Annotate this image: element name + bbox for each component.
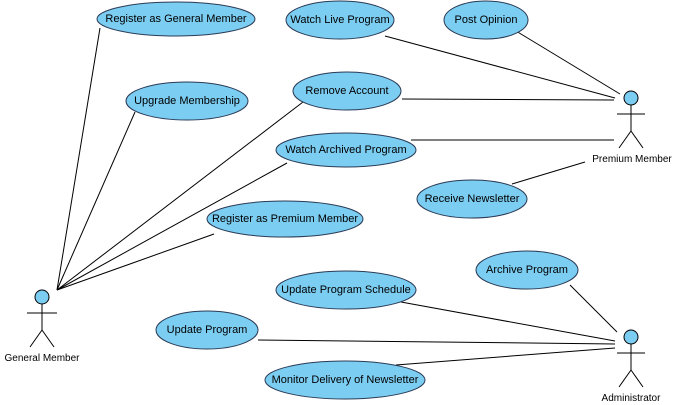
assoc-pm-receive-newsletter [511,161,586,185]
assoc-gm-watch-archived [56,162,288,291]
actor-premium-member[interactable]: Premium Member [592,90,672,165]
assoc-admin-archive [569,284,618,333]
assoc-admin-monitor [395,347,616,366]
use-case-label: Update Program Schedule [281,284,411,296]
use-case-label: Post Opinion [455,14,518,26]
use-case-remove-account[interactable]: Remove Account [292,71,402,111]
actor-label: General Member [4,353,80,364]
assoc-gm-register-general [56,27,101,291]
assoc-gm-remove [56,101,304,291]
use-case-update-program[interactable]: Update Program [155,310,259,350]
use-case-watch-archived[interactable]: Watch Archived Program [275,132,417,168]
assoc-pm-remove [401,98,615,101]
use-case-archive-program[interactable]: Archive Program [475,250,579,290]
assoc-gm-register-premium [56,233,215,291]
use-case-upgrade-membership[interactable]: Upgrade Membership [125,81,249,121]
use-case-register-general[interactable]: Register as General Member [96,1,256,37]
assoc-pm-watch-live [384,35,616,99]
use-case-label: Receive Newsletter [425,193,520,205]
associations [56,27,621,366]
assoc-gm-upgrade [56,111,136,291]
use-case-monitor-newsletter[interactable]: Monitor Delivery of Newsletter [264,360,426,400]
use-case-update-schedule[interactable]: Update Program Schedule [275,270,417,310]
actor-head [623,90,639,106]
actor-general-member[interactable]: General Member [4,289,80,364]
use-case-label: Archive Program [486,264,568,276]
assoc-admin-update-program [257,339,616,345]
use-case-post-opinion[interactable]: Post Opinion [443,0,529,40]
use-case-label: Register as Premium Member [212,213,358,225]
assoc-pm-post-opinion [515,30,621,95]
use-case-watch-live[interactable]: Watch Live Program [285,0,395,40]
actor-head [34,289,50,305]
assoc-admin-update-schedule [400,301,616,342]
actor-administrator[interactable]: Administrator [602,329,662,404]
use-case-label: Upgrade Membership [134,95,240,107]
use-case-label: Monitor Delivery of Newsletter [272,374,419,386]
use-case-label: Update Program [167,324,248,336]
use-case-label: Remove Account [305,85,388,97]
use-case-label: Watch Archived Program [285,144,406,156]
use-case-label: Watch Live Program [290,14,389,26]
actor-head [623,329,639,345]
use-case-label: Register as General Member [105,13,247,25]
actor-label: Administrator [602,393,662,404]
use-case-receive-newsletter[interactable]: Receive Newsletter [416,179,528,219]
use-case-register-premium[interactable]: Register as Premium Member [206,200,364,238]
actor-label: Premium Member [592,154,672,165]
